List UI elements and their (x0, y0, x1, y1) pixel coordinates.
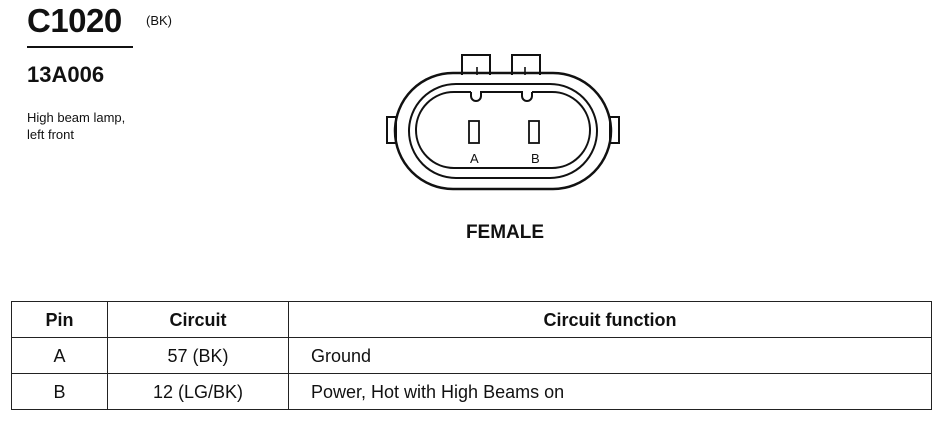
pin-a-terminal (468, 120, 480, 144)
connector-face-diagram (386, 54, 620, 191)
description-line-1: High beam lamp, (27, 110, 126, 125)
inner-housing-wall (408, 83, 598, 179)
table-row: B 12 (LG/BK) Power, Hot with High Beams … (11, 373, 932, 410)
circuit-cell: 12 (LG/BK) (107, 373, 289, 410)
pin-b-terminal (528, 120, 540, 144)
connector-description: High beam lamp, left front (27, 109, 125, 143)
table-header-row: Pin Circuit Circuit function (11, 301, 932, 338)
pin-cell: B (11, 373, 108, 410)
description-line-2: left front (27, 127, 74, 142)
title-divider (27, 46, 133, 48)
connector-gender-label: FEMALE (465, 222, 545, 243)
header-circuit: Circuit (107, 301, 289, 338)
right-locking-tab (511, 54, 541, 75)
left-keying-notch (470, 91, 533, 102)
circuit-function-cell: Ground (288, 337, 932, 374)
inner-cavity (415, 91, 591, 169)
left-locking-tab (461, 54, 491, 75)
header-pin: Pin (11, 301, 108, 338)
circuit-cell: 57 (BK) (107, 337, 289, 374)
connector-color-code: (BK) (146, 13, 172, 28)
header-circuit-function: Circuit function (288, 301, 932, 338)
pin-a-label: A (470, 151, 479, 166)
circuit-function-cell: Power, Hot with High Beams on (288, 373, 932, 410)
pin-cell: A (11, 337, 108, 374)
connector-id: C1020 (27, 2, 122, 39)
table-row: A 57 (BK) Ground (11, 337, 932, 374)
pin-b-label: B (531, 151, 540, 166)
outer-housing (393, 71, 613, 191)
part-number: 13A006 (27, 62, 105, 87)
pin-circuit-table: Pin Circuit Circuit function A 57 (BK) G… (11, 301, 932, 410)
